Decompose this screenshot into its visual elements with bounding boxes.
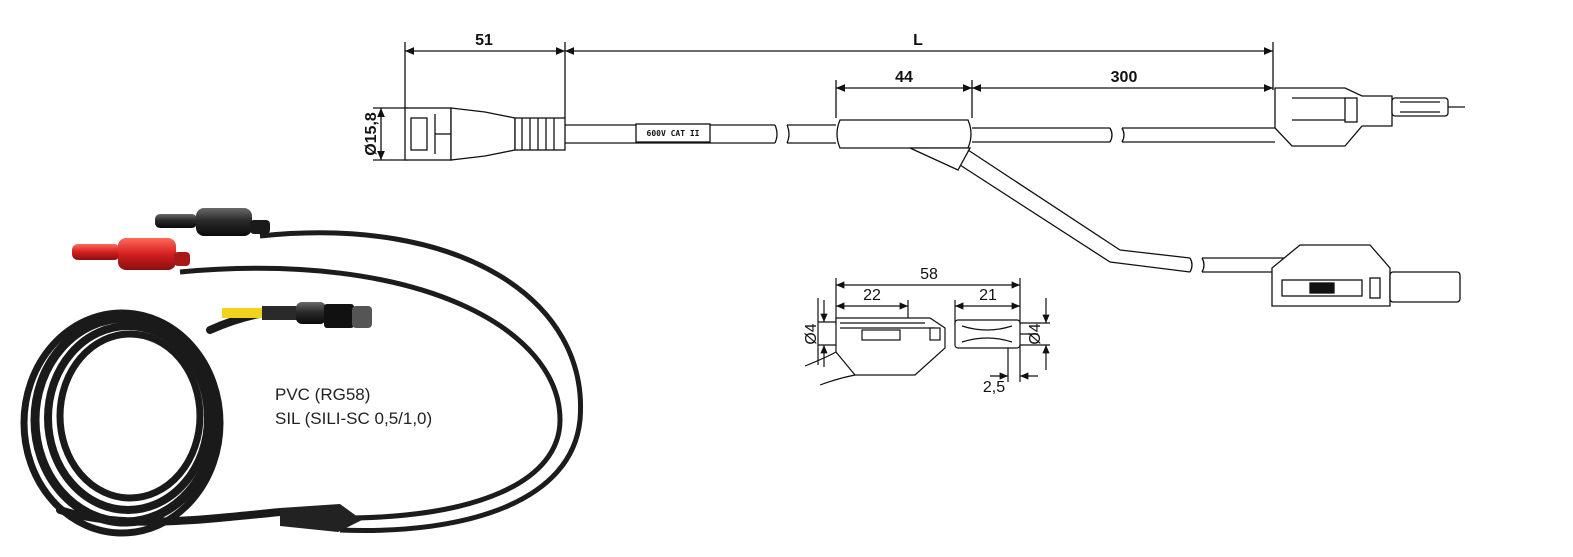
red-lead-cable	[179, 265, 563, 521]
material-note-line2: SIL (SILI-SC 0,5/1,0)	[275, 409, 432, 428]
dim-lead-length: 300	[1111, 69, 1138, 86]
coiled-cable	[20, 306, 309, 537]
split-sleeve	[280, 504, 362, 532]
red-banana-plug	[72, 238, 190, 270]
dim-bnc-length: 51	[475, 32, 493, 49]
dim-pin-tip: 2,5	[983, 379, 1005, 396]
plug-detail-drawing	[804, 278, 1050, 386]
dim-plug-pin: 21	[979, 287, 997, 304]
lower-banana-plug-drawing	[1271, 244, 1461, 307]
top-banana-plug-drawing	[1274, 87, 1465, 147]
bnc-connector-photo	[222, 302, 372, 328]
black-lead-cable	[259, 230, 584, 533]
product-photo: PVC (RG58) SIL (SILI-SC 0,5/1,0)	[20, 208, 584, 537]
dim-plug-diameter-right: Ø4	[1027, 323, 1044, 344]
dim-branch-length: 44	[895, 69, 913, 86]
dim-bnc-diameter: Ø15,8	[363, 112, 380, 156]
cable-marking-label: 600V CAT II	[647, 129, 700, 138]
main-drawing	[373, 42, 1465, 307]
dim-plug-diameter-left: Ø4	[803, 323, 820, 344]
main-cable-drawing	[565, 124, 836, 144]
black-banana-plug	[155, 208, 270, 236]
y-splitter-drawing	[836, 119, 972, 171]
dim-plug-length: 58	[920, 266, 938, 283]
cable-marking-box	[635, 123, 711, 143]
branch-lead-drawing	[959, 149, 1290, 273]
dim-plug-body: 22	[863, 287, 881, 304]
material-note-line1: PVC (RG58)	[275, 385, 370, 404]
dim-total-length: L	[913, 32, 923, 49]
bnc-connector-drawing	[404, 107, 566, 161]
top-lead-drawing	[972, 127, 1275, 143]
